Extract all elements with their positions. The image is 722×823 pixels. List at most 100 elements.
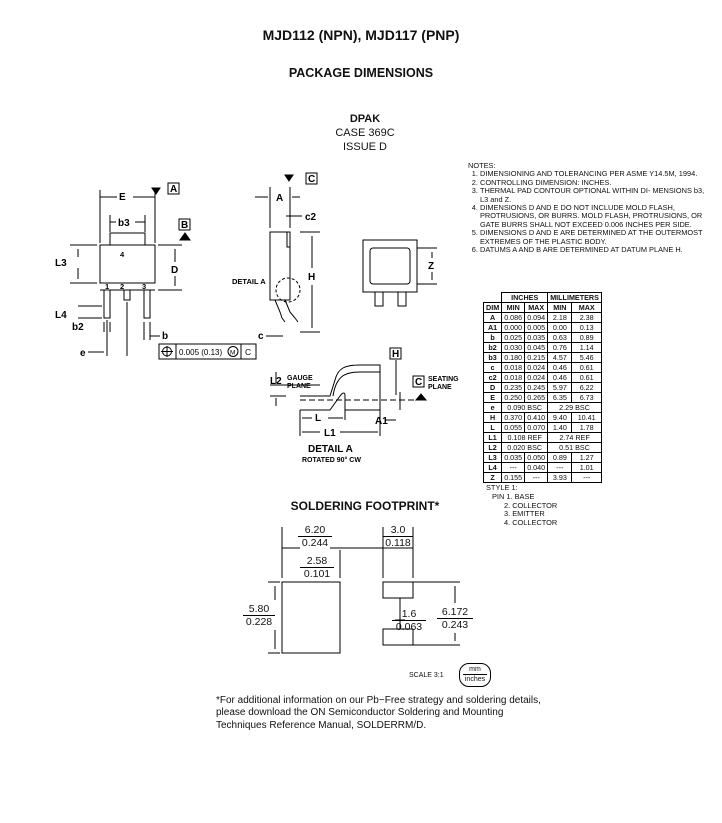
table-cell: 1.40: [547, 422, 573, 433]
dim-cell: L4: [482, 462, 503, 473]
dim-cell: b: [482, 332, 503, 343]
table-cell: 1.01: [571, 462, 602, 473]
table-cell: 0.63: [547, 332, 573, 343]
tolerance-modifier: M: [230, 350, 235, 357]
scale-label: SCALE 3:1: [409, 672, 444, 679]
dim-6-172: 6.172 0.243: [437, 606, 473, 631]
gauge-label: GAUGE: [287, 375, 313, 382]
detail-subtitle: ROTATED 90° CW: [302, 456, 361, 464]
datum-b: B: [181, 220, 188, 231]
table-cell: 0.070: [524, 422, 549, 433]
unit-mm: mm: [463, 665, 487, 675]
dim-inch: 0.244: [301, 537, 329, 549]
table-cell: 0.410: [524, 412, 549, 423]
table-cell: 6.73: [571, 392, 602, 403]
table-cell: 0.245: [524, 382, 549, 393]
tolerance-frame: [158, 343, 257, 360]
footnote: *For additional information on our Pb−Fr…: [216, 695, 541, 731]
style-block: STYLE 1: PIN 1. BASE 2. COLLECTOR 3. EMI…: [486, 483, 558, 528]
table-cell: 2.18: [547, 312, 573, 323]
front-view-body: [99, 232, 156, 284]
table-cell: 0.89: [571, 332, 602, 343]
table-cell: 1.27: [571, 452, 602, 463]
datum-c: C: [308, 174, 315, 185]
label-b3: b3: [118, 218, 130, 229]
tolerance-value: 0.005 (0.13): [179, 348, 222, 357]
label-l4: L4: [55, 310, 67, 321]
label-l2: L2: [270, 376, 282, 387]
footprint-pad-top: [382, 581, 414, 599]
table-cell: 0.020 BSC: [501, 442, 549, 453]
table-cell: 3.93: [547, 472, 573, 483]
table-cell: 0.000: [501, 322, 526, 333]
package-name: DPAK: [349, 113, 381, 125]
dim-cell: L3: [482, 452, 503, 463]
table-cell: 0.030: [501, 342, 526, 353]
col-header: MAX: [571, 302, 602, 313]
dim-cell: L1: [482, 432, 503, 443]
table-cell: 0.018: [501, 362, 526, 373]
label-z: Z: [428, 261, 434, 272]
note-item: DIMENSIONING AND TOLERANCING PER ASME Y1…: [480, 169, 708, 178]
dim-cell: A1: [482, 322, 503, 333]
table-cell: 0.265: [524, 392, 549, 403]
table-row: L4---0.040---1.01: [482, 462, 602, 473]
back-view-body: [362, 239, 418, 293]
dim-inch: 0.228: [245, 616, 273, 628]
note-item: THERMAL PAD CONTOUR OPTIONAL WITHIN DI- …: [480, 187, 708, 204]
table-cell: 0.235: [501, 382, 526, 393]
pin-3-label: 3: [142, 282, 146, 291]
table-cell: 2.38: [571, 312, 602, 323]
note-item: DIMENSIONS D AND E DO NOT INCLUDE MOLD F…: [480, 203, 708, 229]
dim-cell: e: [482, 402, 503, 413]
dim-cell: c2: [482, 372, 503, 383]
col-header: MAX: [524, 302, 549, 313]
dim-inch: 0.101: [303, 568, 331, 580]
table-cell: 0.61: [571, 362, 602, 373]
label-d: D: [171, 265, 178, 276]
table-cell: 2.29 BSC: [547, 402, 602, 413]
pin-4-label: 4: [120, 250, 125, 259]
gauge-plane-label: PLANE: [287, 383, 311, 390]
style-pin: PIN 1. BASE: [492, 491, 535, 501]
table-cell: 0.035: [501, 452, 526, 463]
label-e: E: [119, 192, 126, 203]
table-cell: 0.086: [501, 312, 526, 323]
unit-badge: mm inches: [459, 663, 491, 687]
note-item: DIMENSIONS D AND E ARE DETERMINED AT THE…: [480, 229, 708, 246]
dim-inch: 0.118: [385, 537, 411, 549]
page-title: MJD112 (NPN), MJD117 (PNP): [262, 27, 460, 43]
label-c: c: [258, 331, 264, 342]
table-cell: 0.108 REF: [501, 432, 549, 443]
table-cell: 0.025: [501, 332, 526, 343]
table-cell: 0.51 BSC: [547, 442, 602, 453]
col-header: MIN: [501, 302, 526, 313]
dim-inch: 0.063: [395, 621, 423, 633]
dim-1-6: 1.6 0.063: [392, 608, 426, 633]
table-cell: 0.215: [524, 352, 549, 363]
dim-cell: Z: [482, 472, 503, 483]
table-cell: 0.46: [547, 372, 573, 383]
table-cell: ---: [547, 462, 573, 473]
table-cell: 0.13: [571, 322, 602, 333]
table-cell: 0.050: [524, 452, 549, 463]
table-cell: 0.155: [501, 472, 526, 483]
datum-a: A: [170, 184, 177, 195]
group-mm: MILLIMETERS: [547, 292, 602, 303]
notes-heading: NOTES:: [468, 161, 496, 170]
table-cell: 0.090 BSC: [501, 402, 549, 413]
tolerance-datum: C: [245, 347, 251, 357]
table-cell: ---: [571, 472, 602, 483]
table-cell: 0.024: [524, 372, 549, 383]
dim-2-58: 2.58 0.101: [300, 555, 334, 580]
style-pin: 2. COLLECTOR: [504, 500, 558, 510]
section-title: PACKAGE DIMENSIONS: [288, 66, 434, 80]
detail-title: DETAIL A: [308, 444, 353, 455]
